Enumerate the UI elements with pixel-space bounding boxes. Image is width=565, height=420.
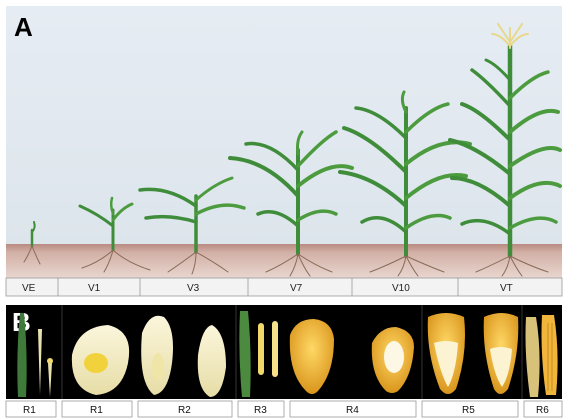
r-stage-label-r6: R6 (536, 405, 549, 416)
panel-a-letter: A (14, 12, 33, 42)
v-stage-label-vt: VT (500, 283, 513, 294)
soil-layer (6, 244, 562, 278)
v-stage-label-ve: VE (22, 283, 36, 294)
v-stage-label-v1: V1 (88, 283, 101, 294)
r-stage-label-r1-b: R1 (90, 405, 103, 416)
panel-b-reproductive-stages: B (0, 303, 565, 420)
r-stage-label-r2: R2 (178, 405, 191, 416)
v-stage-label-v10: V10 (392, 283, 410, 294)
r-stage-label-r1-a: R1 (23, 405, 36, 416)
r-stage-label-r4: R4 (346, 405, 359, 416)
r-stage-label-r3: R3 (254, 405, 267, 416)
panel-a-vegetative-stages: A VE V1 V3 V7 V10 VT (0, 0, 565, 300)
v-stage-label-v7: V7 (290, 283, 303, 294)
r-stage-label-r5: R5 (462, 405, 475, 416)
v-stage-label-v3: V3 (187, 283, 200, 294)
